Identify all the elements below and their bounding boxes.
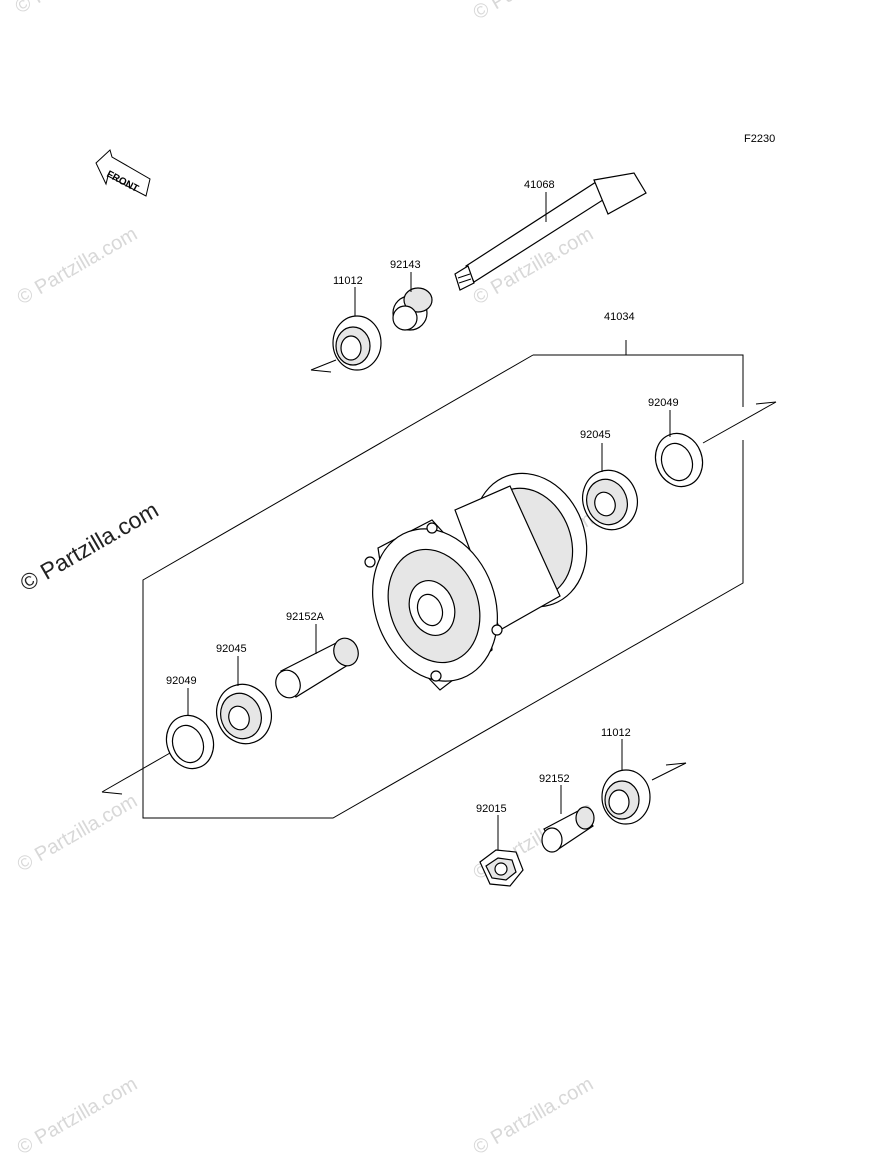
callout-seal-bottom: 11012	[601, 727, 631, 739]
collar-top-part	[392, 287, 433, 331]
diagram-code: F2230	[744, 133, 775, 145]
bearing-left-part	[216, 683, 272, 745]
watermark-main: © Partzilla.com	[16, 496, 163, 596]
seal-left-part	[165, 714, 215, 770]
front-arrow-icon: FRONT	[95, 149, 151, 197]
callout-bearing-left: 92045	[216, 643, 247, 655]
wheel-hub-part	[364, 472, 588, 691]
callout-bearing-right: 92045	[580, 429, 611, 441]
callout-collar-top: 92143	[390, 259, 421, 271]
seal-bottom-part	[601, 769, 651, 825]
callout-axle: 41068	[524, 179, 555, 191]
bearing-right-part	[582, 469, 638, 531]
watermark: © Partzilla.com	[14, 1073, 142, 1159]
callout-spacer-long: 92152A	[286, 611, 325, 623]
assembly-bracket	[142, 340, 744, 819]
collar-bottom-part	[541, 806, 595, 853]
nut-part	[479, 849, 524, 887]
spacer-long-part	[275, 637, 359, 699]
callout-seal-top: 11012	[333, 275, 363, 287]
watermark: © Partzilla.com	[14, 223, 142, 309]
callout-seal-left: 92049	[166, 675, 197, 687]
watermark: © Partzilla.com	[470, 0, 598, 24]
callout-nut: 92015	[476, 803, 507, 815]
seal-right-part	[654, 432, 704, 488]
callout-seal-right: 92049	[648, 397, 679, 409]
watermark: © Partzilla.com	[470, 1073, 598, 1159]
axle-part	[454, 172, 647, 291]
front-arrow-label: FRONT	[105, 169, 141, 195]
watermark: © Partzilla.com	[14, 790, 142, 876]
callout-collar-bottom: 92152	[539, 773, 570, 785]
watermark: © Partzilla.com	[12, 0, 140, 18]
seal-top-part	[332, 315, 382, 371]
callout-assembly: 41034	[604, 311, 635, 323]
